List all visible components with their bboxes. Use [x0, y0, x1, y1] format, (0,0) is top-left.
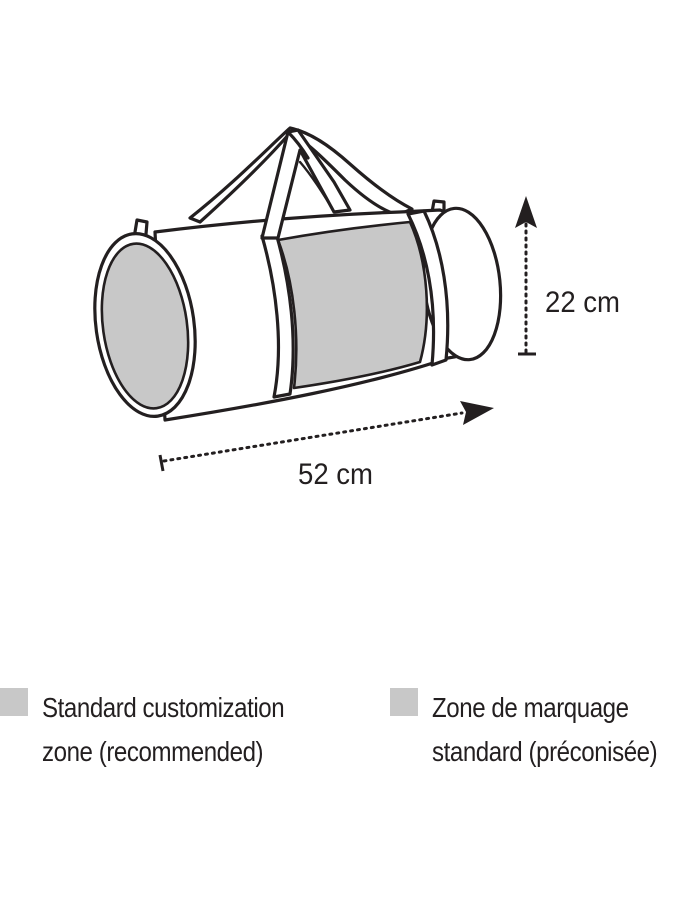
duffel-bag-diagram: 22 cm 52 cm	[93, 126, 620, 491]
length-dimension: 52 cm	[158, 401, 494, 491]
front-handle-inner	[298, 160, 334, 210]
length-arrow-icon	[460, 401, 494, 425]
side-customization-zone	[276, 220, 429, 390]
left-end-tab	[133, 218, 149, 236]
legend-text-english: Standard customization zone (recommended…	[42, 686, 285, 774]
legend-text-french: Zone de marquage standard (préconisée)	[432, 686, 658, 774]
legend-line-1: Standard customization	[42, 692, 285, 723]
front-strap-right	[406, 209, 450, 367]
front-strap-left	[260, 231, 295, 399]
length-dimension-line	[162, 411, 464, 463]
legend-line-2: zone (recommended)	[42, 736, 264, 767]
left-end-customization-zone	[100, 242, 190, 410]
height-label: 22 cm	[545, 286, 620, 319]
legend-item-english: Standard customization zone (recommended…	[0, 686, 324, 774]
legend-swatch-french	[390, 688, 418, 716]
length-label: 52 cm	[298, 458, 373, 491]
front-handle	[260, 128, 352, 240]
legend-swatch-english	[0, 688, 28, 716]
duffel-bag-illustration	[93, 126, 503, 422]
legend-line-2: standard (préconisée)	[432, 736, 658, 767]
legend-line-1: Zone de marquage	[432, 692, 629, 723]
length-dimension-start-tick	[158, 454, 165, 472]
height-arrow-icon	[515, 196, 537, 228]
legend-item-french: Zone de marquage standard (préconisée)	[390, 686, 694, 774]
height-dimension: 22 cm	[515, 196, 620, 356]
